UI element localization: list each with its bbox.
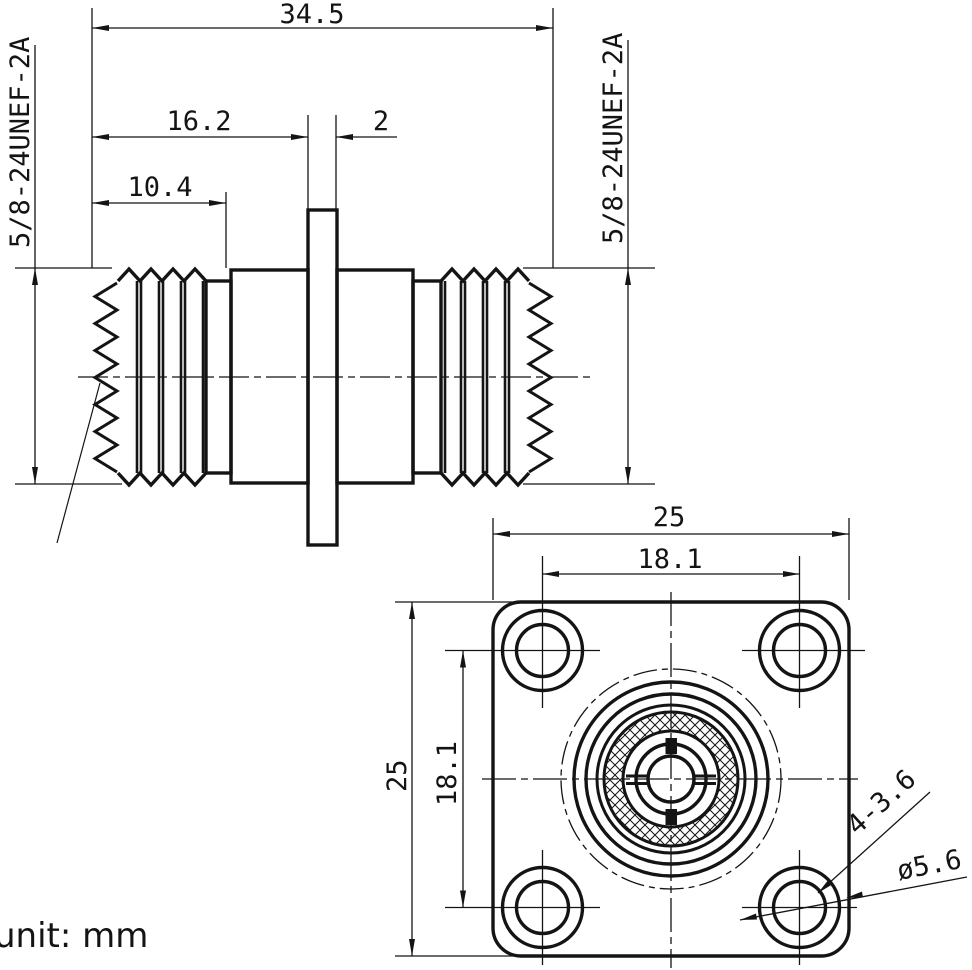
- thread-spec-right-label: 5/8-24UNEF-2A: [598, 33, 629, 244]
- left-thread-root-lines: [135, 281, 205, 473]
- dim-overall-length-label: 34.5: [279, 0, 344, 30]
- dim-flange-width-label: 25: [653, 502, 686, 533]
- dim-hole-spacing-vertical-label: 18.1: [432, 741, 463, 806]
- insulator-circle-outer: [602, 710, 740, 848]
- contact-slot-top: [665, 738, 677, 754]
- hole-crosshairs: [445, 556, 865, 965]
- dim-flange-thickness-label: 2: [373, 106, 389, 137]
- left-thread-crest-top: [116, 266, 208, 284]
- front-view: [395, 518, 968, 968]
- right-thread-zigzag: [526, 281, 554, 474]
- left-thread-crest-bottom: [116, 470, 208, 488]
- right-thread-root-lines: [443, 281, 511, 473]
- thread-leader-line: [56, 382, 101, 544]
- right-neck: [411, 279, 443, 475]
- dim-flange-height-label: 25: [382, 759, 413, 792]
- contact-slot-bottom: [665, 809, 677, 825]
- mating-circle-phantom: [560, 668, 782, 890]
- side-view-dimension-lines: [15, 8, 655, 485]
- body-circle-outer: [572, 680, 770, 878]
- dim-thread-length-label: 10.4: [127, 172, 192, 203]
- body-circle-mid: [584, 692, 758, 866]
- contact-circle-inner: [646, 754, 696, 804]
- thread-spec-left-label: 5/8-24UNEF-2A: [5, 37, 36, 248]
- right-thread-crest-bottom: [439, 470, 531, 488]
- thread-circle: [595, 703, 747, 855]
- side-view-arrowheads: [32, 25, 631, 484]
- dim-hole-spacing-horizontal-label: 18.1: [637, 544, 702, 575]
- left-thread-zigzag: [92, 281, 120, 474]
- dim-counterbore-diameter-label: ø5.6: [894, 844, 964, 887]
- contact-slot-left: [626, 774, 648, 785]
- side-view: [15, 8, 655, 547]
- front-view-dimension-lines: [395, 518, 968, 957]
- front-view-arrowheads: [409, 531, 863, 956]
- contact-slot-right: [694, 774, 716, 785]
- insulator-circle-inner: [621, 729, 721, 829]
- unit-note: unit: mm: [0, 916, 148, 956]
- right-thread-crest-top: [439, 266, 531, 284]
- dim-face-to-flange-label: 16.2: [166, 106, 231, 137]
- drawing-labels: 34.5 16.2 2 10.4 5/8-24UNEF-2A 5/8-24UNE…: [0, 0, 964, 956]
- dim-mounting-holes-label: 4-3.6: [841, 764, 922, 841]
